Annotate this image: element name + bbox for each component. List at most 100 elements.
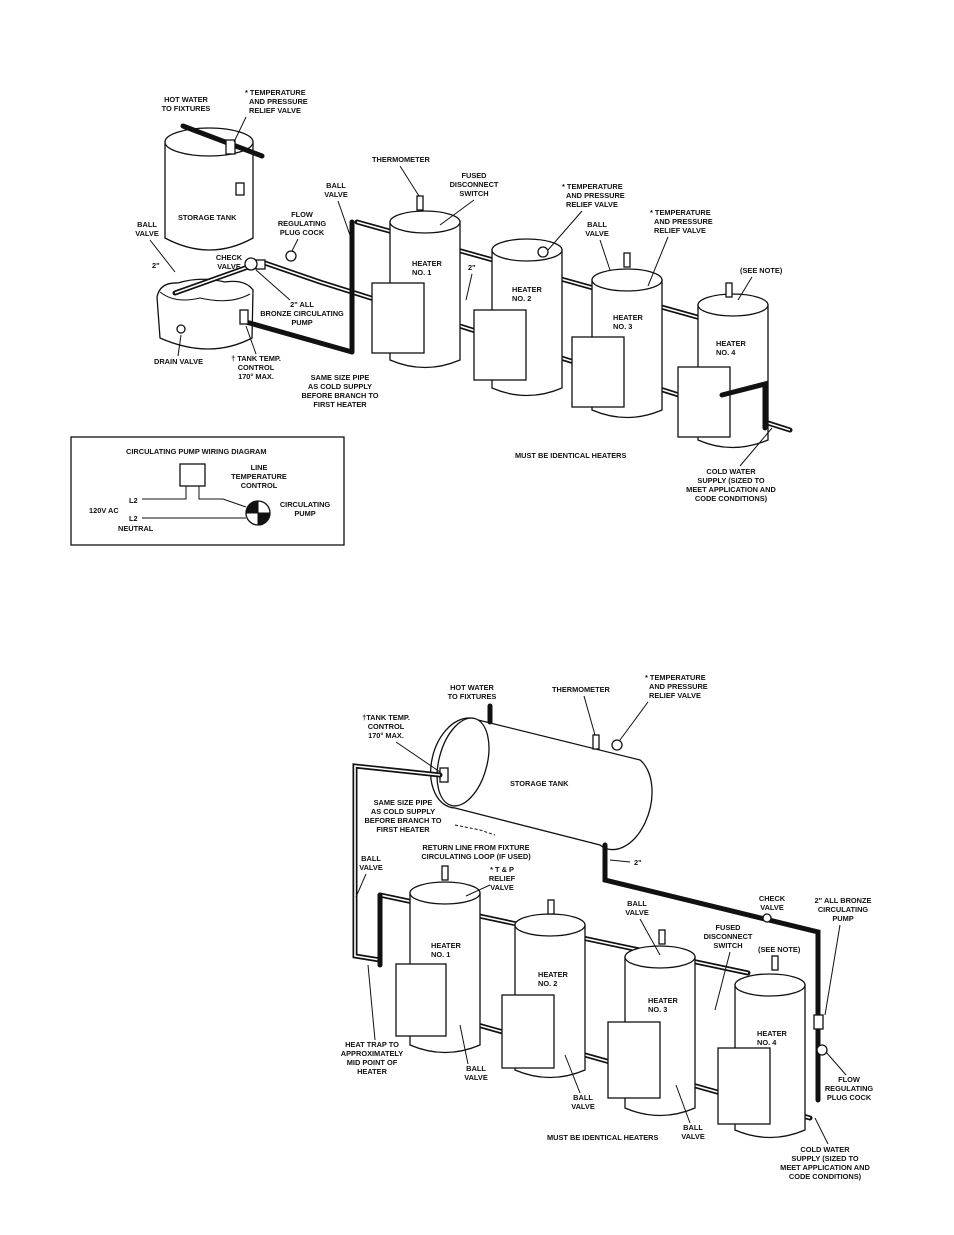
tp-valve-tank-1 [225,139,236,155]
leader-fused-1 [439,199,475,226]
flow-plug-cock-1 [285,250,297,262]
tp-valve-tank-2 [611,739,623,751]
leader-pump-2 [824,924,841,1016]
wiring-frame [70,436,345,546]
wiring-voltage: 120V AC [89,506,119,515]
tank-control-1 [239,309,249,325]
leader-flow-1 [291,238,299,252]
leader-tp-h2-1 [547,210,583,251]
leader-cold-1 [739,427,773,467]
storage-tank-2 [430,717,653,851]
hot-water-pipe-1 [180,123,265,159]
label-2in-2: 2" [634,858,642,867]
leader-ball-b1-2 [459,1024,469,1065]
label-storage-tank-2: STORAGE TANK [510,779,569,788]
leader-tp-h4-1 [647,236,669,287]
heater-2-d2 [501,899,586,1079]
return-loop-2 [454,824,496,836]
leader-tp-tank-1 [233,116,247,143]
leader-control-2 [395,741,441,773]
leader-cold-2 [814,1117,829,1145]
heater-1-d2 [395,865,481,1054]
heater-1-d1 [371,195,461,369]
drain-valve-1 [176,324,186,334]
wiring-neutral: NEUTRAL [118,524,154,533]
pump-1 [244,257,258,271]
circulating-pump-symbol [245,500,271,526]
temperature-control-box [179,463,206,487]
leader-ball-left-2 [355,873,367,898]
leader-note-1 [737,276,753,301]
tank-fitting-1 [235,182,245,196]
label-thermometer-2: THERMOMETER [552,685,611,694]
leader-fused-2 [714,951,731,1011]
wire-l2-top [142,486,187,500]
leader-ball-top-2 [639,918,661,956]
heater-3-d1 [571,252,663,419]
check-valve-2 [762,913,772,923]
wiring-l2-top: L2 [129,496,138,505]
heater-3-d2 [607,929,696,1117]
label-2in-mid-1: 2" [468,263,476,272]
leader-pump-1 [255,269,291,301]
heater-4-d2 [717,955,806,1139]
wiring-l2-bottom: L2 [129,514,138,523]
leader-tp-2 [619,701,649,741]
label-identical-2: MUST BE IDENTICAL HEATERS [547,1133,658,1142]
wiring-title: CIRCULATING PUMP WIRING DIAGRAM [126,447,267,456]
leader-drain-1 [177,334,182,357]
leader-tp-short-2 [465,884,491,897]
flow-plug-cock-2 [816,1044,828,1056]
heater-4-d1 [677,282,769,449]
label-drain-valve-1: DRAIN VALVE [154,357,203,366]
leader-ball-top-1 [337,200,352,239]
label-2in-left-1: 2" [152,261,160,270]
leader-thermometer-2 [583,695,596,736]
heater-2-d1 [473,238,563,397]
leader-ball-b3-2 [675,1084,691,1124]
wire-control-pump [198,486,247,508]
leader-thermometer-1 [399,165,420,197]
leader-heat-trap-2 [367,964,376,1041]
label-see-note-1: (SEE NOTE) [740,266,783,275]
leader-control-1 [245,325,257,355]
